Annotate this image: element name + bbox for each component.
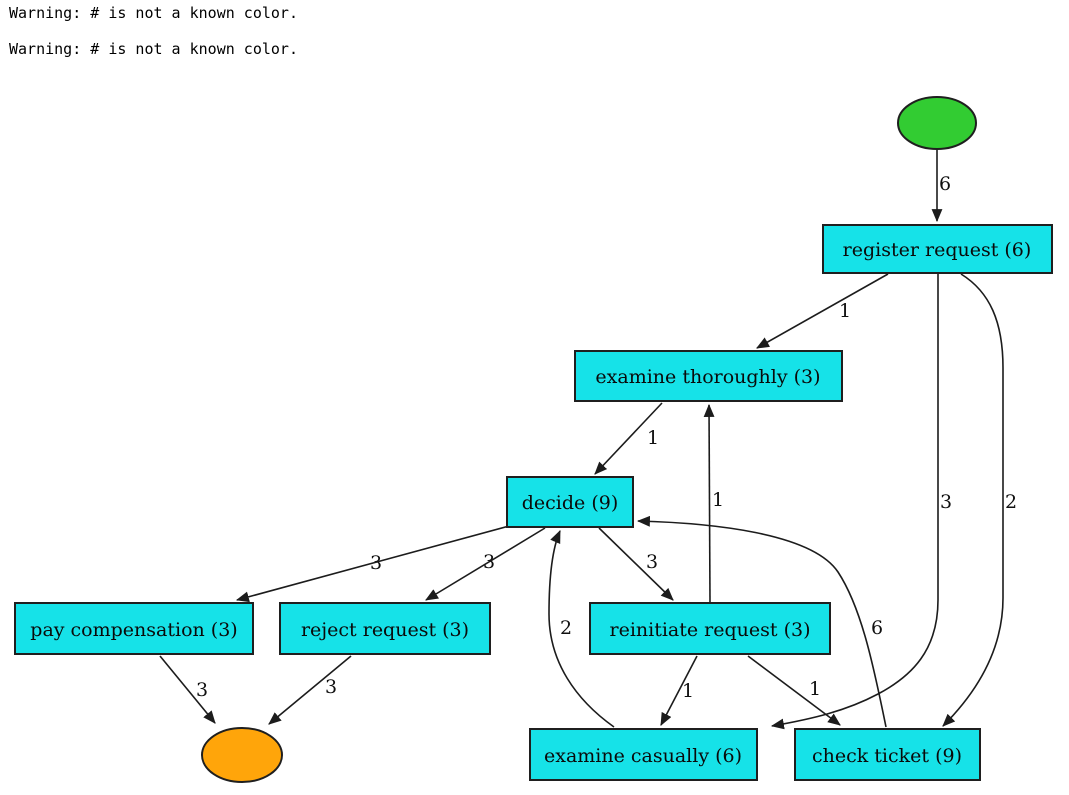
- edge-decide-to-reject-request: [425, 527, 546, 601]
- edge-register-to-examine-thoroughly: [756, 273, 889, 349]
- edge-label-examine-thoroughly-to-decide: 1: [647, 427, 659, 449]
- node-examine-thoroughly: [574, 350, 843, 402]
- node-label-register-request: register request (6): [843, 239, 1032, 261]
- node-decide: [506, 476, 634, 528]
- nodes-layer: register request (6) examine thoroughly …: [14, 96, 1053, 783]
- edge-label-decide-to-pay-compensation: 3: [370, 552, 382, 574]
- node-label-reject-request: reject request (3): [301, 619, 469, 641]
- edge-examine-casually-to-decide: [548, 530, 615, 728]
- end-node: [201, 727, 283, 783]
- edge-label-register-to-check-ticket: 2: [1005, 491, 1017, 513]
- warning-line-1: Warning: # is not a known color.: [9, 4, 298, 22]
- node-pay-compensation: [14, 602, 254, 655]
- edge-label-register-to-examine-casually: 3: [940, 491, 952, 513]
- node-label-examine-casually: examine casually (6): [544, 745, 742, 767]
- edge-label-reinitiate-to-examine-casually: 1: [682, 680, 694, 702]
- edge-label-reinitiate-to-check-ticket: 1: [809, 678, 821, 700]
- node-label-examine-thoroughly: examine thoroughly (3): [595, 366, 820, 388]
- edges-layer: [159, 150, 1004, 730]
- edge-label-start-to-register: 6: [939, 173, 951, 195]
- edge-label-reject-request-to-end: 3: [325, 676, 337, 698]
- edge-label-decide-to-reject-request: 3: [483, 551, 495, 573]
- warning-line-2: Warning: # is not a known color.: [9, 40, 298, 58]
- edge-examine-thoroughly-to-decide: [594, 402, 663, 475]
- edge-check-ticket-to-decide: [636, 515, 887, 728]
- edge-labels-layer: 6 1 3 2 1 6 2 3 3 3 1 1 1 3 3: [196, 173, 1017, 702]
- console-warnings: Warning: # is not a known color. Warning…: [9, 4, 298, 76]
- edge-reinitiate-to-check-ticket: [747, 655, 841, 726]
- node-examine-casually: [529, 728, 758, 781]
- node-label-pay-compensation: pay compensation (3): [30, 619, 237, 641]
- edge-reinitiate-to-examine-thoroughly: [703, 403, 715, 603]
- node-check-ticket: [794, 728, 981, 781]
- node-reject-request: [279, 602, 491, 655]
- edge-decide-to-pay-compensation: [235, 525, 510, 603]
- node-label-reinitiate-request: reinitiate request (3): [610, 619, 811, 641]
- edge-label-reinitiate-to-examine-thoroughly: 1: [712, 489, 724, 511]
- edge-label-examine-casually-to-decide: 2: [560, 617, 572, 639]
- edge-register-to-examine-casually: [770, 274, 939, 730]
- edge-label-check-ticket-to-decide: 6: [871, 617, 883, 639]
- edge-reinitiate-to-examine-casually: [660, 655, 698, 726]
- edge-pay-compensation-to-end: [159, 655, 216, 724]
- edge-label-decide-to-reinitiate-request: 3: [646, 551, 658, 573]
- edge-reject-request-to-end: [268, 655, 352, 725]
- edge-register-to-check-ticket: [942, 273, 1004, 727]
- node-register-request: [822, 224, 1053, 274]
- node-reinitiate-request: [589, 602, 831, 655]
- node-label-decide: decide (9): [522, 492, 618, 514]
- node-label-check-ticket: check ticket (9): [812, 745, 962, 767]
- start-node: [897, 96, 977, 150]
- edge-decide-to-reinitiate-request: [598, 527, 674, 601]
- edge-label-register-to-examine-thoroughly: 1: [839, 300, 851, 322]
- edge-label-pay-compensation-to-end: 3: [196, 679, 208, 701]
